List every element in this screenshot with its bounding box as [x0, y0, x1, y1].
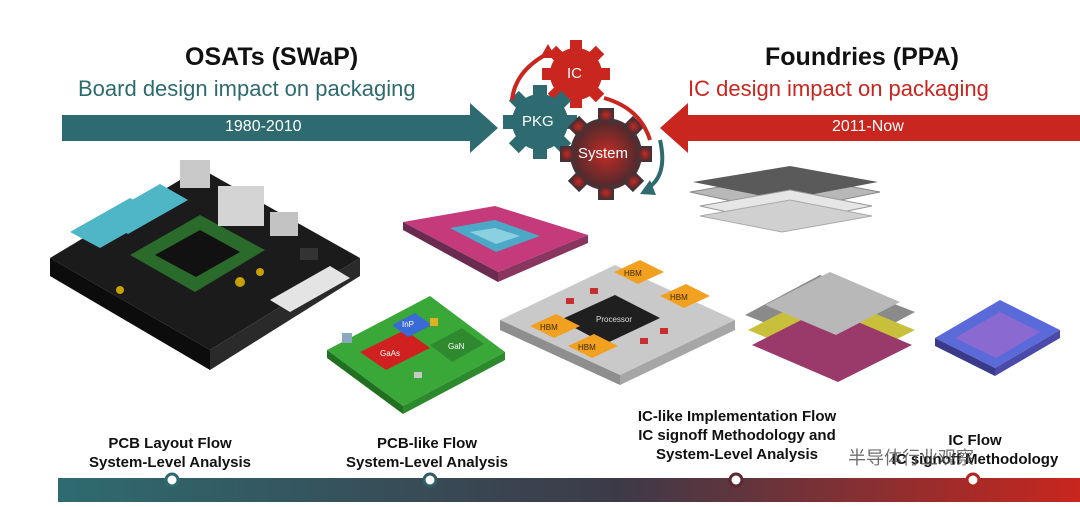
right-arrow: [660, 103, 1080, 153]
timeline-dot-1: [164, 472, 180, 488]
gear-ic-label: IC: [567, 65, 582, 82]
gaas-label: GaAs: [380, 349, 400, 358]
pkg-gear-icon: [503, 85, 577, 159]
ic-die-stack-image: [745, 272, 915, 382]
gear-pkg-label: PKG: [522, 113, 554, 130]
flow-2: PCB-like Flow System-Level Analysis: [327, 434, 527, 472]
flow-1-line1: PCB Layout Flow: [108, 435, 232, 452]
ic-package-layers-image: [689, 166, 881, 233]
timeline-dot-2: [422, 472, 438, 488]
system-gear-icon: [560, 108, 652, 200]
cycle-arrow-red-2: [603, 96, 652, 141]
flow-3-line3: System-Level Analysis: [655, 446, 819, 463]
years-left: 1980-2010: [225, 118, 302, 135]
flow-4-line2: IC signoff Methodology: [891, 451, 1059, 468]
flow-4: IC Flow IC signoff Methodology: [875, 431, 1075, 469]
package-substrate-image: [403, 206, 588, 282]
osats-title: OSATs (SWaP): [185, 43, 359, 71]
inp-label: InP: [402, 320, 414, 329]
watermark: 半导体行业观察: [848, 448, 974, 468]
flow-3: IC-like Implementation Flow IC signoff M…: [612, 407, 862, 464]
flow-2-line1: PCB-like Flow: [376, 435, 477, 452]
flow-1-line2: System-Level Analysis: [88, 454, 252, 471]
ic-die-image: [935, 300, 1060, 376]
gear-system-label: System: [578, 145, 629, 162]
hbm-label-2: HBM: [578, 343, 596, 352]
flow-1: PCB Layout Flow System-Level Analysis: [70, 434, 270, 472]
flow-4-line1: IC Flow: [948, 432, 1002, 449]
gan-label: GaN: [448, 342, 465, 351]
bottom-timeline-bar: [58, 478, 1080, 502]
rf-module-image: [327, 296, 505, 414]
foundries-title: Foundries (PPA): [765, 43, 959, 71]
hbm-label-4: HBM: [670, 293, 688, 302]
flow-2-line2: System-Level Analysis: [345, 454, 509, 471]
timeline-dot-3: [728, 472, 744, 488]
flow-3-line2: IC signoff Methodology and: [638, 427, 836, 444]
left-arrow: [62, 103, 498, 153]
osats-subtitle: Board design impact on packaging: [78, 76, 416, 101]
hbm-processor-module-image: [500, 260, 735, 385]
pcb-board-image: [50, 160, 360, 370]
years-right: 2011-Now: [832, 118, 904, 135]
processor-label: Processor: [596, 315, 632, 324]
hbm-label-3: HBM: [624, 269, 642, 278]
foundries-subtitle: IC design impact on packaging: [688, 76, 989, 101]
hbm-label-1: HBM: [540, 323, 558, 332]
timeline-dot-4: [965, 472, 981, 488]
flow-3-line1: IC-like Implementation Flow: [637, 408, 837, 425]
